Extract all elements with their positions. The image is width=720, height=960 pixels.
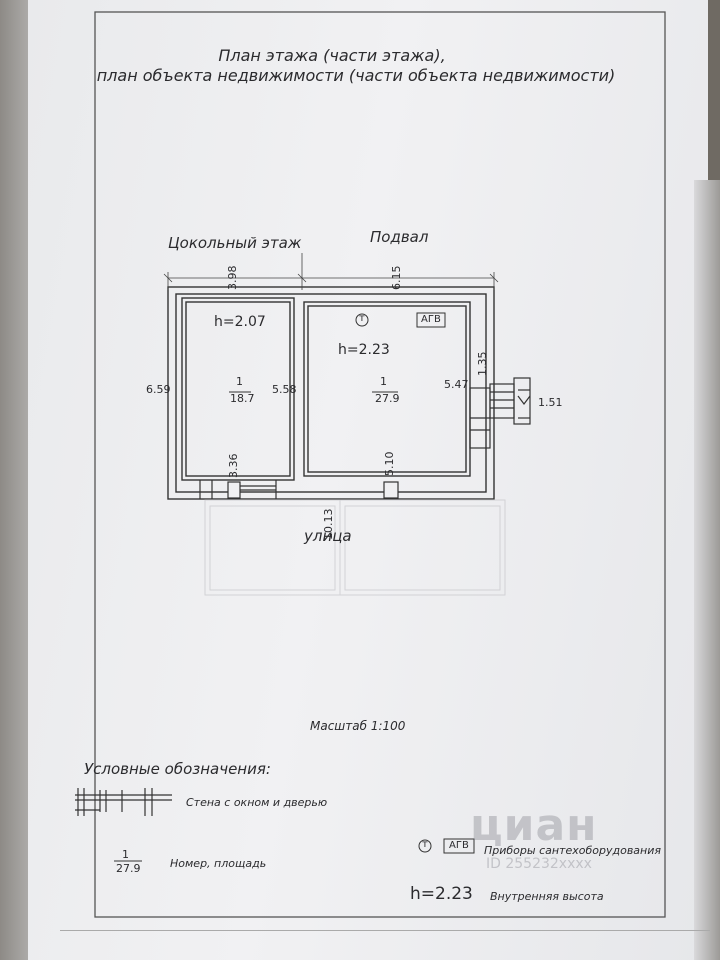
dim-stair-width: 1.51 xyxy=(538,396,563,409)
devices-marks xyxy=(355,312,475,854)
legend-area: 27.9 xyxy=(116,862,141,875)
room2-height: h=2.23 xyxy=(338,342,390,358)
dim-left-side: 6.59 xyxy=(146,383,171,396)
scale-label: Масштаб 1:100 xyxy=(310,719,406,733)
drawing-frame xyxy=(94,11,666,918)
plan-title-line1: План этажа (части этажа), xyxy=(218,46,446,65)
room2-devices-symbol: т xyxy=(359,313,365,324)
legend-devices-text: Приборы сантехоборудования xyxy=(484,844,661,857)
legend-height-sample: h=2.23 xyxy=(410,884,473,904)
legend-wall-text: Стена с окном и дверью xyxy=(186,796,328,809)
dim-room1-width: 5.58 xyxy=(272,383,297,396)
street-label: улица xyxy=(304,527,352,545)
dimension-lines xyxy=(163,253,499,290)
room1-height: h=2.07 xyxy=(214,314,266,330)
dim-stair-length: 1.35 xyxy=(476,351,489,377)
legend-height-text: Внутренняя высота xyxy=(490,890,604,903)
dim-top-right: 6.15 xyxy=(390,265,403,291)
room2-area: 27.9 xyxy=(375,392,400,405)
underlying-sheet-edge xyxy=(694,180,720,960)
dim-room2-width: 5.47 xyxy=(444,378,469,391)
watermark-logo: циан xyxy=(470,800,598,851)
stair xyxy=(469,377,531,449)
room1-number: 1 xyxy=(236,375,243,388)
dim-door2: 5.10 xyxy=(383,451,396,477)
floor-value: Подвал xyxy=(370,228,429,246)
legend-devices-code: АГВ xyxy=(449,840,469,851)
legend-number-area-text: Номер, площадь xyxy=(170,857,267,870)
legend-wall-sample xyxy=(75,788,172,816)
room1-area: 18.7 xyxy=(230,392,255,405)
watermark-id: ID 255232xxxx xyxy=(486,856,592,872)
plan-title-line2: план объекта недвижимости (части объекта… xyxy=(96,66,616,85)
dim-top-left: 3.98 xyxy=(226,265,239,291)
legend-title: Условные обозначения: xyxy=(84,760,271,778)
door-marks xyxy=(199,480,399,499)
floor-label: Цокольный этаж xyxy=(168,234,302,252)
room2-number: 1 xyxy=(380,375,387,388)
dim-door1: 3.36 xyxy=(227,453,240,479)
legend-number: 1 xyxy=(122,848,129,861)
legend-devices-symbol: т xyxy=(422,839,428,850)
room2-devices-code: АГВ xyxy=(421,314,441,325)
